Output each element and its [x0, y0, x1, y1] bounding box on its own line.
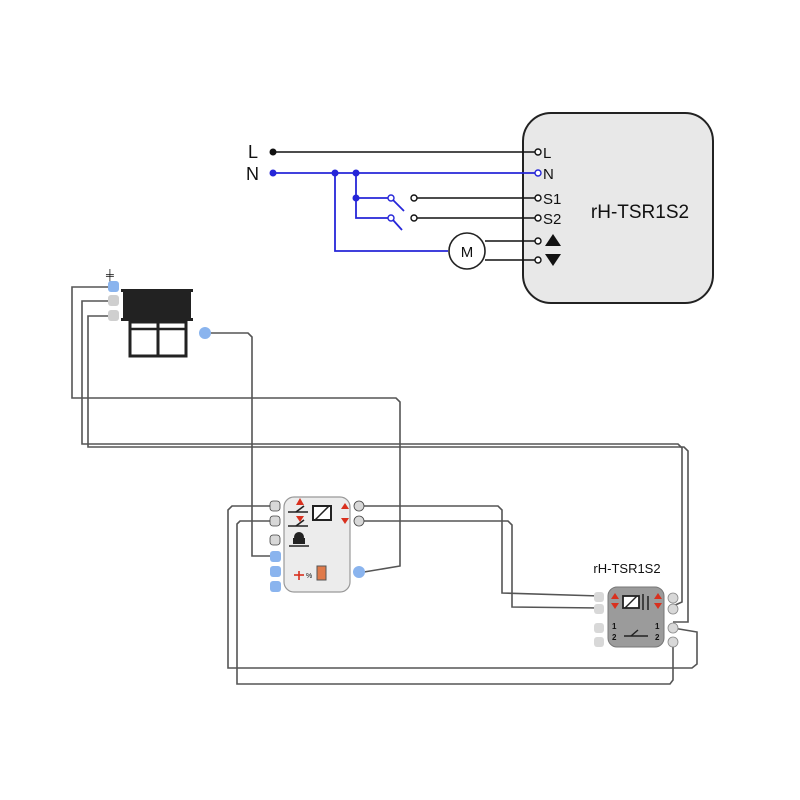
actuator-block: % [283, 496, 351, 593]
actuator-port-in-3[interactable] [269, 534, 281, 546]
switch-s1-blade [392, 199, 405, 212]
module-body [607, 586, 665, 648]
up-arrow-icon [545, 234, 561, 246]
wire-blind-to-module-up [81, 300, 683, 607]
module-num-right-1: 1 [655, 622, 660, 631]
terminal-label-l: L [543, 145, 551, 162]
schematic: rH-TSR1S2 L N L N S1 S2 M [246, 112, 714, 304]
switch-feed-wire [355, 173, 390, 219]
module-num-right-2: 2 [655, 633, 660, 642]
actuator-down-arrow-icon [296, 516, 304, 522]
terminal-l [534, 148, 542, 156]
actuator-port-in-2[interactable] [269, 515, 281, 527]
actuator-out-up-arrow-icon [341, 503, 349, 509]
actuator-up-arrow-icon [296, 498, 304, 505]
module-num-left-2: 2 [612, 633, 617, 642]
contact-down-blade [295, 519, 305, 527]
blind-position-icon [316, 565, 327, 581]
terminal-n [534, 169, 542, 177]
blind-output-port[interactable] [199, 327, 211, 339]
neutral-node [269, 169, 277, 177]
blind-roller [123, 289, 191, 321]
terminal-label-s2: S2 [543, 211, 561, 228]
actuator-port-blue-3[interactable] [270, 581, 281, 592]
module-port-left-2[interactable] [594, 604, 604, 614]
line-label-n: N [246, 164, 259, 184]
wiring-view: ╪ % [71, 268, 698, 685]
motor-neutral-wire [334, 173, 448, 252]
module-label: rH-TSR1S2 [593, 561, 660, 576]
module-port-left-4[interactable] [594, 637, 604, 647]
wire-blind-to-actuator-a [71, 286, 401, 573]
module-port-right-2[interactable] [667, 603, 679, 615]
wire-actuator-down-to-module [360, 520, 601, 609]
actuator-port-out-down[interactable] [353, 515, 365, 527]
actuator-out-down-arrow-icon [341, 518, 349, 524]
wire-blind-to-module-down [87, 315, 689, 623]
switch-s2-pivot [387, 214, 395, 222]
phase-node [269, 148, 277, 156]
module-down-arrow-right-icon [654, 603, 662, 609]
actuator-port-blue-out[interactable] [353, 566, 365, 578]
wire-actuator-to-module-1 [227, 505, 698, 669]
actuator-port-blue-1[interactable] [270, 551, 281, 562]
blind-top-glyph: ╪ [105, 268, 114, 283]
module-port-right-1[interactable] [667, 592, 679, 604]
contact-up-blade [295, 505, 305, 513]
module-up-arrow-right-icon [654, 593, 662, 599]
blind-port-3[interactable] [108, 310, 119, 321]
module-up-arrow-left-icon [611, 593, 619, 599]
wire-actuator-up-to-module [360, 505, 601, 597]
terminal-down [534, 256, 542, 264]
module-block: 1 2 1 2 [607, 586, 665, 648]
module-port-left-3[interactable] [594, 623, 604, 633]
blind-roller-bottom [121, 318, 193, 321]
device-box [522, 112, 714, 304]
blind-port-2[interactable] [108, 295, 119, 306]
switch-s1-contact [410, 194, 418, 202]
terminal-label-n: N [543, 166, 554, 183]
module-port-right-3[interactable] [667, 622, 679, 634]
percent-glyph: % [306, 573, 312, 580]
module-port-right-4[interactable] [667, 636, 679, 648]
switch-s2-contact [410, 214, 418, 222]
module-down-arrow-left-icon [611, 603, 619, 609]
lock-body [293, 538, 305, 544]
blind-port-1[interactable] [108, 281, 119, 292]
switch-s2-blade [392, 219, 403, 231]
wire-blind-to-actuator-b [205, 332, 274, 557]
switch-junction [352, 194, 360, 202]
terminal-up [534, 237, 542, 245]
blind-icon: ╪ [105, 268, 193, 358]
line-label-l: L [248, 142, 258, 162]
motor-label: M [461, 244, 474, 261]
actuator-port-blue-2[interactable] [270, 566, 281, 577]
relay-coil-slash [314, 505, 330, 521]
wire-actuator-to-module-2 [236, 520, 674, 685]
device-name: rH-TSR1S2 [591, 202, 689, 223]
actuator-port-out-up[interactable] [353, 500, 365, 512]
module-relay-slash [624, 595, 638, 609]
switch-s1-pivot [387, 194, 395, 202]
module-port-left-1[interactable] [594, 592, 604, 602]
blind-roller-top [121, 289, 193, 292]
terminal-s1 [534, 194, 542, 202]
terminal-s2 [534, 214, 542, 222]
down-arrow-icon [545, 254, 561, 266]
module-switch-blade [630, 629, 639, 637]
terminal-label-s1: S1 [543, 191, 561, 208]
actuator-port-in-1[interactable] [269, 500, 281, 512]
motor-symbol [448, 232, 486, 270]
module-num-left-1: 1 [612, 622, 617, 631]
